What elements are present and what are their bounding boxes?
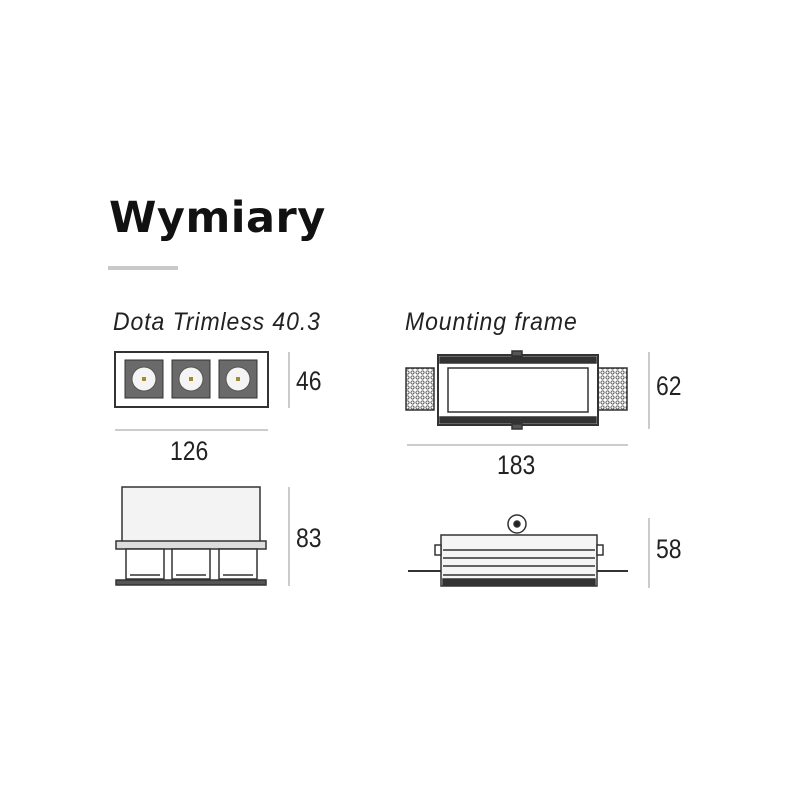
product-label-frame: Mounting frame: [405, 308, 578, 336]
frame-dimension-lines: [407, 352, 650, 588]
frame-side-view: [408, 514, 628, 587]
dota-width-label: 126: [170, 436, 209, 466]
dota-height-top-label: 46: [296, 366, 322, 396]
knurl-right: [597, 367, 628, 411]
product-label-dota: Dota Trimless 40.3: [113, 308, 321, 336]
led-module-1: [124, 359, 164, 399]
frame-width-label: 183: [497, 450, 536, 480]
knurl-left: [405, 367, 435, 411]
dota-dimension-lines: [115, 352, 290, 586]
dota-side-view: [115, 486, 267, 586]
dota-top-view: [114, 351, 269, 408]
dota-height-side-label: 83: [296, 523, 322, 553]
frame-top-view: [405, 350, 628, 430]
led-module-3: [218, 359, 258, 399]
led-module-2: [171, 359, 211, 399]
page-title: Wymiary: [109, 193, 326, 243]
frame-height-side-label: 58: [656, 534, 682, 564]
frame-height-top-label: 62: [656, 371, 682, 401]
title-underline: [108, 266, 178, 270]
